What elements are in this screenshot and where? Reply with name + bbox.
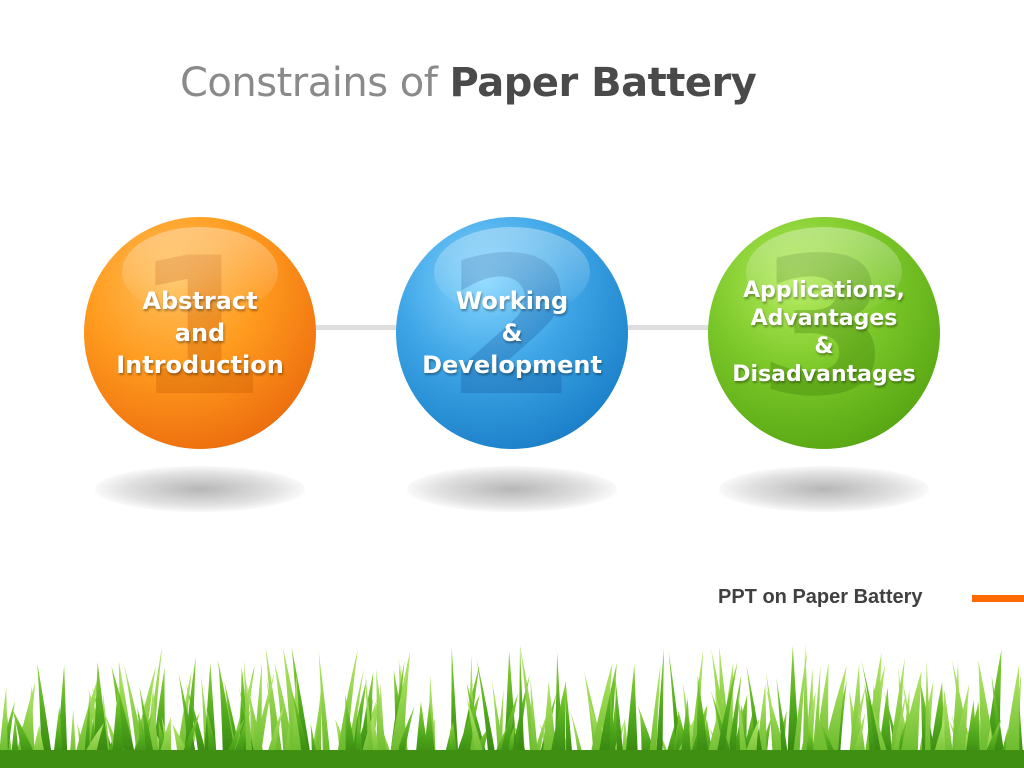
footer-text: PPT on Paper Battery <box>718 586 923 608</box>
step-label-line: Applications, <box>743 278 905 303</box>
grass-blade <box>897 670 922 768</box>
circle-shadow-3 <box>719 466 929 512</box>
grass-blade <box>452 694 480 768</box>
grass-blade <box>746 664 765 768</box>
title-light: Constrains of <box>180 60 438 106</box>
grass-blade <box>791 649 808 768</box>
step-number-3: 3 <box>757 217 891 438</box>
circle-gloss <box>122 227 278 317</box>
connector-line-1 <box>290 325 430 330</box>
grass-blade <box>609 685 617 768</box>
grass-blades <box>0 643 1024 768</box>
circle-shadow-1 <box>95 466 305 512</box>
grass-blade <box>890 691 907 768</box>
grass-blade <box>313 675 323 768</box>
grass-blade <box>243 659 254 768</box>
grass-blade <box>291 647 313 768</box>
grass-blade <box>811 665 821 768</box>
grass-blade <box>866 691 892 768</box>
grass-blade <box>711 649 734 768</box>
step-label-line: Abstract <box>142 287 258 315</box>
grass-blade <box>548 680 567 768</box>
step-label-1: Abstract and Introduction <box>84 285 316 381</box>
connector-line-2 <box>600 325 740 330</box>
step-label-line: Disadvantages <box>732 362 916 387</box>
grass-blade <box>0 687 9 768</box>
grass-blade <box>647 664 661 768</box>
grass-blade <box>888 658 905 768</box>
grass-blade <box>737 693 749 768</box>
grass-blade <box>290 686 313 768</box>
grass-blade <box>951 684 970 768</box>
step-label-line: Advantages <box>750 306 898 331</box>
grass-blade <box>476 658 498 768</box>
step-label-line: Working <box>455 287 569 315</box>
circle-shadow-2 <box>407 466 617 512</box>
grass-blade <box>72 676 99 768</box>
grass-blade <box>689 649 704 768</box>
grass-blade <box>250 672 275 768</box>
grass-blade <box>318 650 332 768</box>
grass-blade <box>518 644 525 768</box>
grass-blade <box>846 685 866 768</box>
grass-blade <box>991 675 1007 768</box>
grass-blade <box>565 679 574 768</box>
grass-blade <box>776 677 790 768</box>
step-label-2: Working & Development <box>396 285 628 381</box>
step-circle-2: 2 Working & Development <box>396 217 628 449</box>
grass-blade <box>714 661 738 768</box>
title-bold: Paper Battery <box>449 60 757 106</box>
circle-gloss <box>746 227 902 317</box>
step-label-line: and <box>174 319 226 347</box>
step-label-line: Development <box>422 351 602 379</box>
step-label-line: Introduction <box>116 351 284 379</box>
grass-blade <box>655 648 665 768</box>
grass-blade <box>376 683 386 768</box>
step-number-2: 2 <box>445 217 579 438</box>
grass-blade <box>696 674 711 768</box>
grass-blade <box>387 660 409 768</box>
grass-blade <box>345 694 359 768</box>
grass-base <box>0 750 1024 768</box>
step-label-3: Applications, Advantages & Disadvantages <box>708 277 940 389</box>
circle-gloss <box>434 227 590 317</box>
grass-blade <box>365 675 376 768</box>
step-number-1: 1 <box>133 217 267 438</box>
grass-blade <box>265 646 285 768</box>
step-label-line: & <box>501 319 523 347</box>
footer-accent-bar <box>972 595 1024 602</box>
step-label-line: & <box>814 334 834 359</box>
grass-blade <box>178 672 199 768</box>
grass-blade <box>139 685 157 768</box>
grass-blade <box>861 659 884 768</box>
grass-blade <box>1002 664 1020 768</box>
grass-illustration <box>0 643 1024 768</box>
grass-blade <box>924 659 932 768</box>
grass-blade <box>725 674 742 768</box>
slide-title: Constrains of Paper Battery <box>180 60 757 106</box>
step-circle-1: 1 Abstract and Introduction <box>84 217 316 449</box>
grass-blade <box>624 664 639 768</box>
grass-blade <box>530 678 540 768</box>
grass-blade <box>111 686 126 768</box>
step-circle-3: 3 Applications, Advantages & Disadvantag… <box>708 217 940 449</box>
grass-blade <box>290 675 304 768</box>
grass-blade <box>614 671 625 768</box>
